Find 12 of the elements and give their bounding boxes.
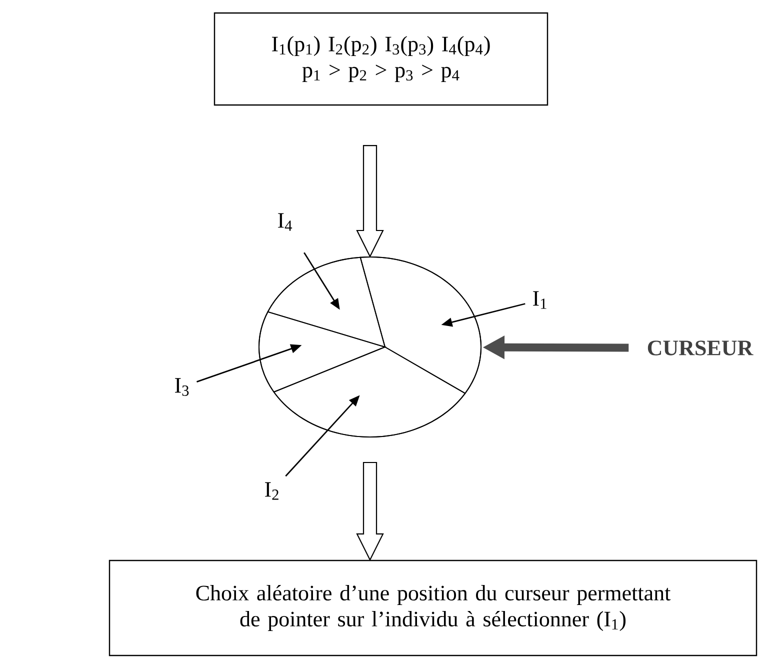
block-arrow xyxy=(356,462,384,562)
pie-sector xyxy=(273,346,466,438)
sector-label: I$_{4}$ xyxy=(278,213,292,231)
sector-label: I$_{1}$ xyxy=(533,291,546,309)
text-box: I$_{1}$(p$_{1}$) I$_{2}$(p$_{2}$) I$_{3}$(p$_{3}$) I$_{4}$(p$_{4}$) p$_{1}$ > p$_{2}$ > p$_{3}$ > p$_{4}$ xyxy=(214,12,548,106)
sector-label: I$_{2}$ xyxy=(265,482,278,500)
pie-sector xyxy=(258,311,386,392)
pie-sector xyxy=(360,256,482,394)
block-arrow xyxy=(356,145,384,258)
text-box: Choix aléatoire d’une position du curseur permettant de pointer sur l’individu à sélectionner (I$_{1}$) xyxy=(108,560,758,656)
cursor-label: CURSEUR xyxy=(648,340,754,356)
sector-label: I$_{3}$ xyxy=(175,378,189,396)
